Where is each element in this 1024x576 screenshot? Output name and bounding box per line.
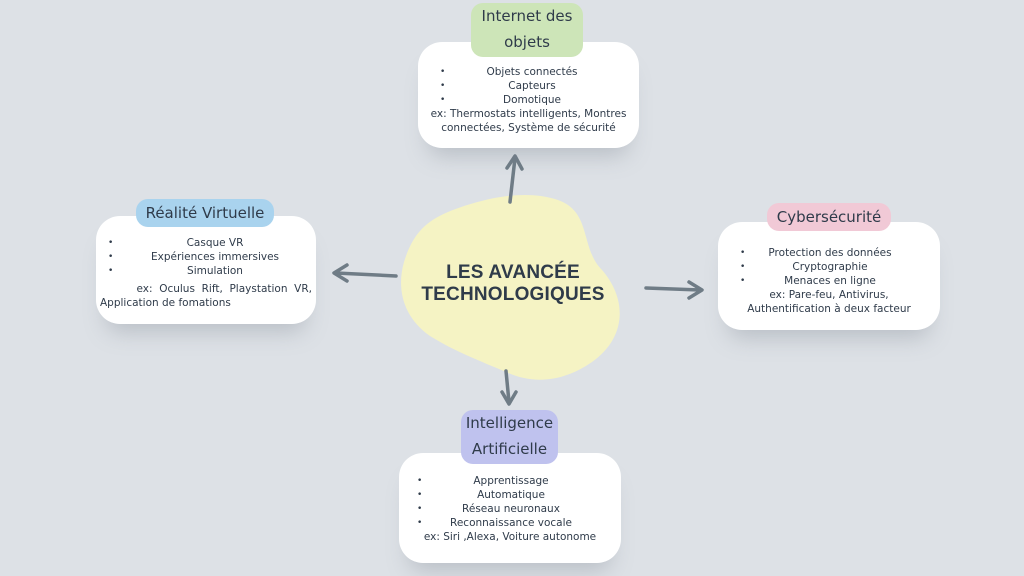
list-item: Casque VR [108,236,322,250]
list-item: Réseau neuronaux [417,502,605,516]
list-item: Automatique [417,488,605,502]
vr-example-line1: ex: Oculus Rift, Playstation VR, [136,283,313,295]
cyber-list: Protection des données Cryptographie Men… [740,246,920,288]
list-item: Capteurs [440,79,624,93]
list-item: Apprentissage [417,474,605,488]
list-item: Objets connectés [440,65,624,79]
list-item: Simulation [108,264,322,278]
list-item: Menaces en ligne [740,274,920,288]
ai-label-line1: Intelligence [465,414,554,432]
vr-example: ex: Oculus Rift, Playstation VR, Applica… [100,282,312,310]
cyber-card: Protection des données Cryptographie Men… [718,222,940,330]
vr-label: Réalité Virtuelle [136,199,274,227]
list-item: Cryptographie [740,260,920,274]
iot-card: Objets connectés Capteurs Domotique ex: … [418,42,639,148]
arrow-to-cyber [644,280,704,300]
arrow-to-ai [500,369,518,406]
cyber-label-text: Cybersécurité [776,208,882,226]
ai-example: ex: Siri ,Alexa, Voiture autonome [405,530,615,544]
vr-list: Casque VR Expériences immersives Simulat… [108,236,322,278]
cyber-example-line2: Authentification à deux facteur [747,303,911,315]
central-blob [401,195,620,380]
cyber-label: Cybersécurité [767,203,891,231]
iot-list: Objets connectés Capteurs Domotique [440,65,624,107]
cyber-example-line1: ex: Pare-feu, Antivirus, [769,289,889,301]
ai-list: Apprentissage Automatique Réseau neurona… [417,474,605,530]
ai-example-line1: ex: Siri ,Alexa, Voiture autonome [423,531,597,543]
iot-example-line1: ex: Thermostats intelligents, Montres [430,108,627,120]
iot-label-line2: objets [504,33,550,51]
central-topic: LES AVANCÉE TECHNOLOGIQUES [405,262,621,306]
iot-label: Internet des objets [471,3,583,57]
central-title-line2: TECHNOLOGIQUES [421,284,605,305]
central-title-line1: LES AVANCÉE [446,262,580,283]
list-item: Protection des données [740,246,920,260]
list-item: Expériences immersives [108,250,322,264]
iot-example: ex: Thermostats intelligents, Montres co… [424,107,633,135]
iot-label-line1: Internet des [481,7,573,25]
arrow-to-vr [332,263,398,283]
vr-example-line2: Application de fomations [100,297,231,309]
vr-card: Casque VR Expériences immersives Simulat… [96,216,316,324]
list-item: Domotique [440,93,624,107]
list-item: Reconnaissance vocale [417,516,605,530]
ai-card: Apprentissage Automatique Réseau neurona… [399,453,621,563]
ai-label: Intelligence Artificielle [461,410,558,464]
ai-label-line2: Artificielle [471,440,548,458]
cyber-example: ex: Pare-feu, Antivirus, Authentificatio… [724,288,934,316]
vr-label-text: Réalité Virtuelle [145,204,265,222]
iot-example-line2: connectées, Système de sécurité [441,122,616,134]
arrow-to-iot [505,154,524,204]
